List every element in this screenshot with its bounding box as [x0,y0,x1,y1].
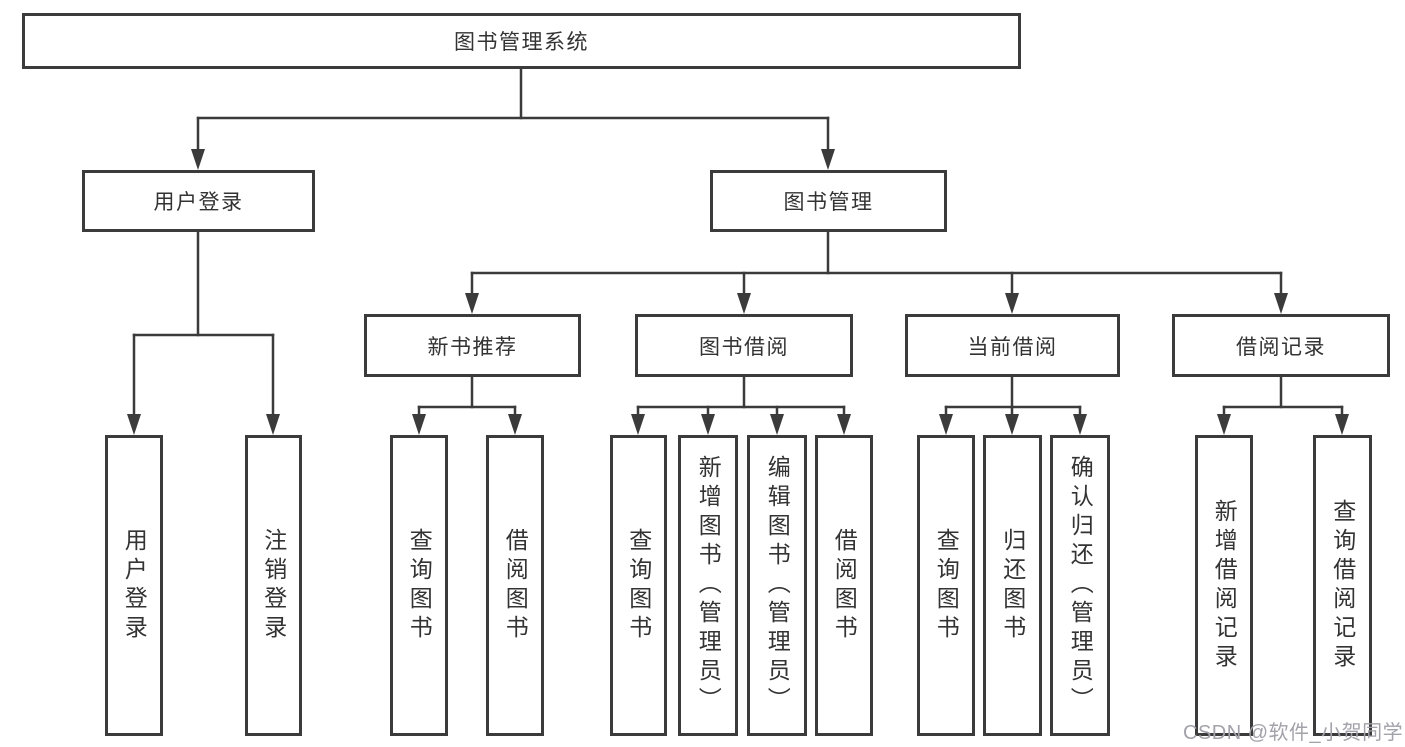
node-book-borrow: 图书借阅 [635,314,853,377]
leaf-confirm-return-admin: 确认归还（管理员） [1050,435,1110,736]
node-label: 新增图书（管理员） [695,455,722,716]
node-label: 图书管理 [783,191,874,214]
leaf-query-books-newbook: 查询图书 [390,435,448,736]
node-label: 用户登录 [121,527,148,644]
node-label: 借阅图书 [831,527,858,644]
csdn-watermark: CSDN @软件_小贺同学 [1183,722,1404,744]
leaf-user-login: 用户登录 [105,435,163,736]
node-label: 查询借阅记录 [1329,498,1356,673]
node-book-management: 图书管理 [710,170,947,232]
leaf-edit-book-admin: 编辑图书（管理员） [747,435,807,736]
node-label: 借阅记录 [1236,335,1326,359]
node-label: 查询图书 [933,527,960,644]
node-label: 归还图书 [999,527,1026,644]
node-label: 图书管理系统 [454,31,589,54]
node-label: 新增借阅记录 [1211,498,1238,673]
leaf-return-book: 归还图书 [983,435,1042,736]
node-label: 当前借阅 [967,335,1058,359]
node-label: 确认归还（管理员） [1067,455,1094,716]
leaf-logout: 注销登录 [245,435,302,736]
node-user-login: 用户登录 [82,170,315,232]
node-new-book-recommend: 新书推荐 [364,314,581,377]
node-library-system: 图书管理系统 [22,13,1021,69]
leaf-add-borrow-record: 新增借阅记录 [1195,435,1253,736]
node-label: 用户登录 [153,191,244,214]
node-label: 借阅图书 [502,527,529,644]
node-label: 图书借阅 [699,335,789,359]
leaf-borrow-books-newbook: 借阅图书 [486,435,544,736]
leaf-borrow-books-borrow: 借阅图书 [815,435,873,736]
node-label: 查询图书 [625,527,652,644]
node-label: 编辑图书（管理员） [764,455,791,716]
leaf-add-book-admin: 新增图书（管理员） [678,435,738,736]
node-label: 查询图书 [406,527,433,644]
node-label: 新书推荐 [427,335,518,359]
leaf-query-books-borrow: 查询图书 [610,435,667,736]
node-current-borrow: 当前借阅 [905,314,1120,377]
leaf-query-borrow-record: 查询借阅记录 [1313,435,1372,736]
leaf-query-books-current: 查询图书 [917,435,975,736]
node-borrow-records: 借阅记录 [1172,314,1390,377]
node-label: 注销登录 [260,527,287,644]
